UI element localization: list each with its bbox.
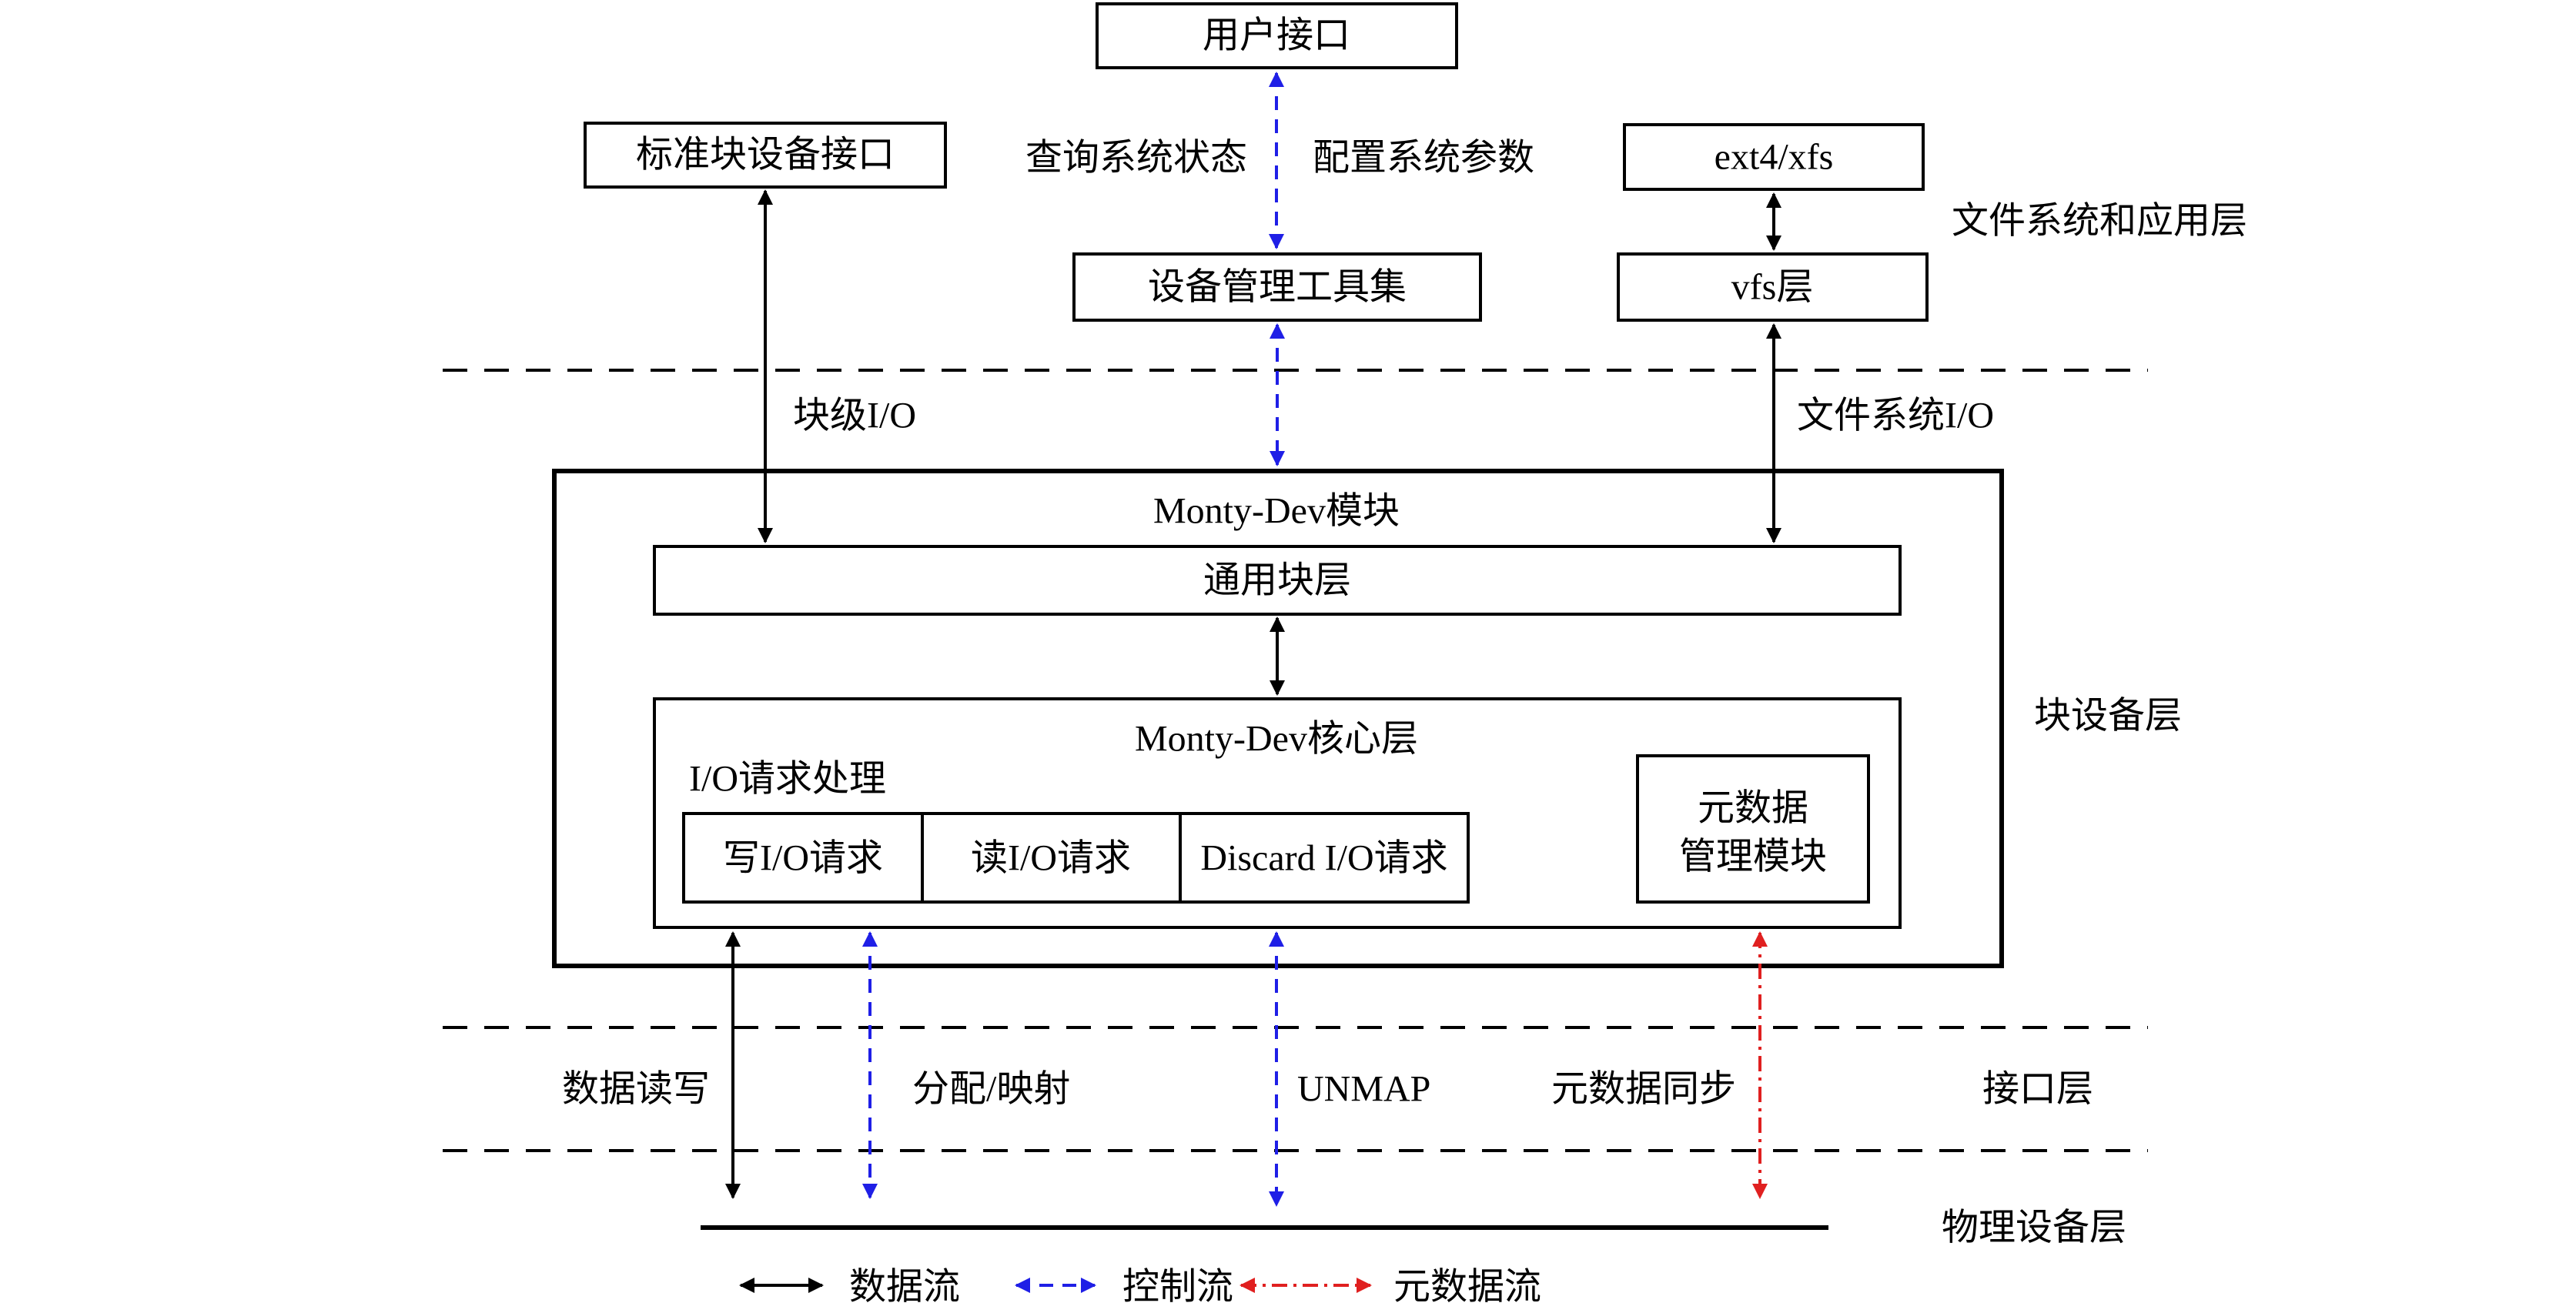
device-tools-label: 设备管理工具集	[1148, 267, 1407, 308]
generic-block-layer-label: 通用块层	[1203, 560, 1351, 601]
layer-app-label: 文件系统和应用层	[1952, 201, 2247, 242]
config-params-label: 配置系统参数	[1313, 138, 1534, 179]
legend-metadata-flow-label: 元数据流	[1393, 1267, 1541, 1303]
metadata-module-box	[1636, 754, 1870, 904]
device-tools-box	[1072, 252, 1482, 322]
read-io-box	[921, 812, 1182, 904]
legend-control-flow-label: 控制流	[1122, 1267, 1233, 1303]
monty-dev-module-title: Monty-Dev模块	[1153, 491, 1400, 532]
discard-io-label: Discard I/O请求	[1200, 838, 1447, 879]
write-io-box	[682, 812, 924, 904]
layer-interface-label: 接口层	[1982, 1069, 2093, 1110]
data-rw-label: 数据读写	[562, 1069, 710, 1110]
std-block-interface-box	[584, 122, 947, 189]
query-status-label: 查询系统状态	[1025, 138, 1247, 179]
ext4-xfs-label: ext4/xfs	[1715, 137, 1834, 178]
user-interface-box	[1096, 2, 1458, 69]
layer-physical-label: 物理设备层	[1942, 1208, 2126, 1248]
block-io-label: 块级I/O	[793, 396, 916, 436]
metadata-module-label-2: 管理模块	[1679, 837, 1827, 877]
monty-dev-core-title: Monty-Dev核心层	[1135, 719, 1418, 760]
alloc-map-label: 分配/映射	[912, 1069, 1070, 1110]
std-block-interface-label: 标准块设备接口	[636, 135, 895, 175]
vfs-box	[1617, 252, 1929, 322]
user-interface-label: 用户接口	[1203, 15, 1350, 56]
io-request-processing-label: I/O请求处理	[689, 759, 886, 800]
legend-data-flow-label: 数据流	[849, 1267, 960, 1303]
legend: 数据流 控制流 元数据流	[739, 1267, 1541, 1303]
unmap-label: UNMAP	[1297, 1069, 1430, 1110]
meta-sync-label: 元数据同步	[1551, 1069, 1736, 1110]
fs-io-label: 文件系统I/O	[1797, 396, 1994, 436]
layer-block-label: 块设备层	[2034, 696, 2182, 737]
write-io-label: 写I/O请求	[723, 838, 883, 879]
generic-block-layer-box	[653, 545, 1902, 616]
discard-io-box	[1179, 812, 1470, 904]
metadata-module-label-1: 元数据	[1698, 788, 1808, 829]
read-io-label: 读I/O请求	[971, 838, 1131, 879]
ext4-xfs-box	[1623, 123, 1925, 191]
vfs-label: vfs层	[1731, 267, 1814, 308]
